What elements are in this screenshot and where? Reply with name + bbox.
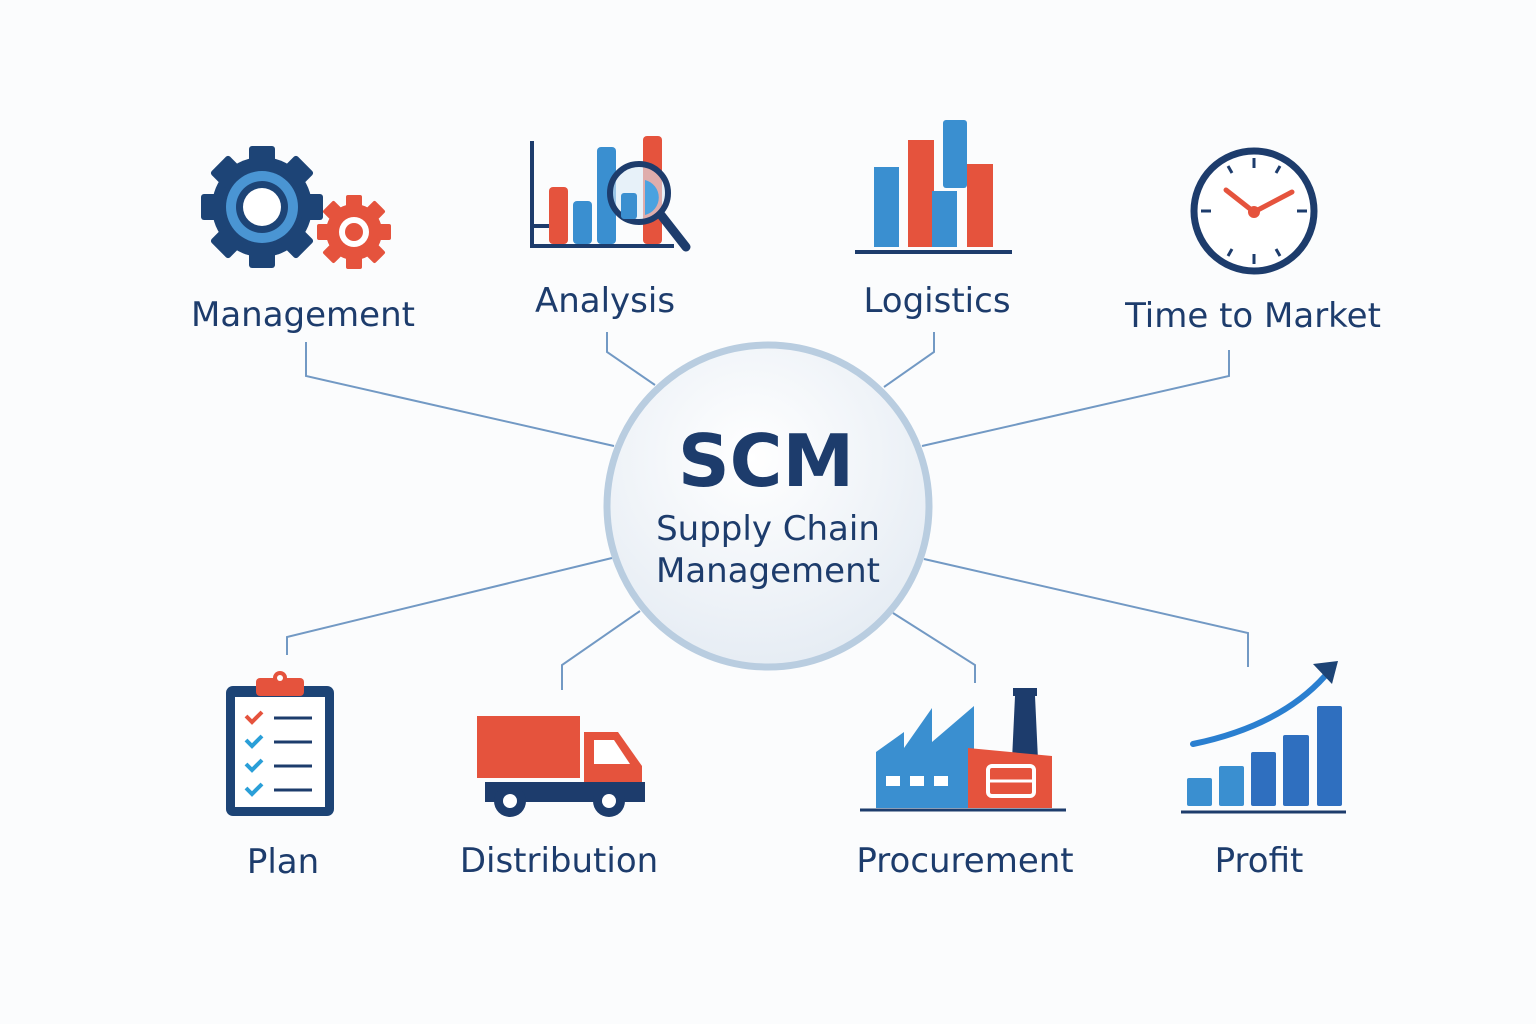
node-label-distribution: Distribution: [460, 841, 658, 881]
node-label-time-to-market: Time to Market: [1124, 296, 1381, 336]
node-label-management: Management: [191, 295, 415, 335]
center-hub: SCM Supply Chain Management: [603, 341, 933, 671]
chart-magnifier-icon: [530, 136, 691, 252]
connectors: [286, 332, 1249, 690]
connector-time-to-market: [921, 350, 1230, 447]
clipboard-checklist-icon: [226, 671, 334, 816]
connector-distribution: [561, 610, 641, 690]
node-label-plan: Plan: [247, 842, 319, 882]
connector-plan: [286, 557, 613, 655]
node-label-logistics: Logistics: [863, 281, 1010, 321]
bar-chart-icon: [855, 120, 1012, 254]
node-label-profit: Profit: [1215, 841, 1304, 881]
hub-subtitle-2: Management: [656, 551, 880, 591]
hub-circle: [603, 341, 933, 671]
growth-chart-icon: [1181, 661, 1346, 814]
factory-icon: [860, 688, 1066, 812]
connector-logistics: [883, 332, 935, 388]
hub-subtitle-1: Supply Chain: [656, 509, 880, 549]
hub-title: SCM: [678, 419, 854, 503]
connector-procurement: [892, 612, 976, 683]
node-label-analysis: Analysis: [535, 281, 675, 321]
connector-management: [305, 342, 615, 447]
node-label-procurement: Procurement: [856, 841, 1073, 881]
connector-analysis: [606, 332, 656, 386]
clock-icon: [1190, 147, 1318, 275]
gears-icon: [175, 120, 407, 294]
connector-profit: [923, 558, 1249, 667]
truck-icon: [477, 716, 645, 817]
